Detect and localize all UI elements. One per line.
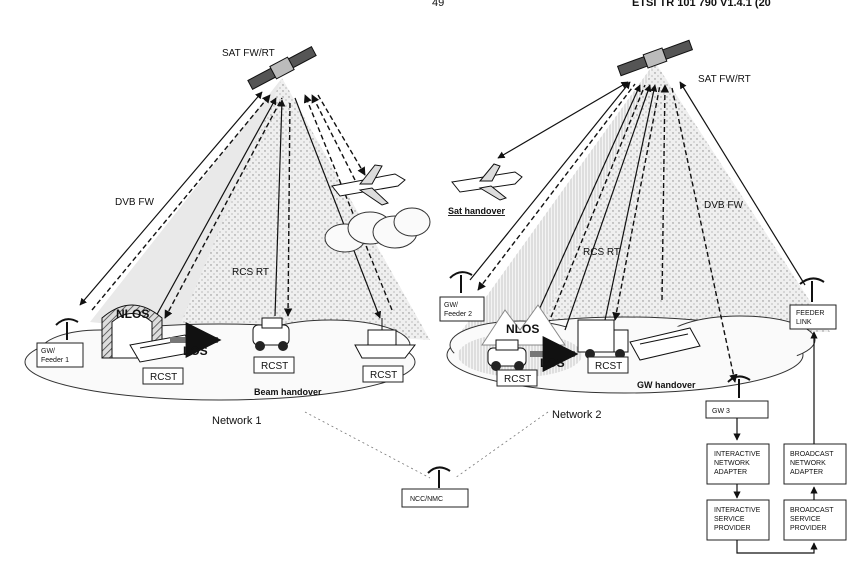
gw-feeder2-line2: Feeder 2 — [444, 311, 472, 318]
rcst-box-1 — [142, 367, 184, 385]
interactive-network-adapter-box — [706, 443, 770, 485]
document-reference: ETSI TR 101 790 V1.4.1 (20 — [632, 0, 771, 9]
cloud-icon — [324, 207, 431, 253]
rcst-box-5 — [587, 356, 629, 374]
broadcast-service-provider-box — [783, 499, 847, 541]
satellite-right-icon — [616, 39, 694, 77]
right-satellite-links — [469, 81, 806, 383]
gw-feeder1-line1: GW/ — [41, 348, 55, 355]
gw3-label: GW 3 — [712, 408, 730, 415]
rcst-label-5: RCST — [595, 361, 622, 372]
los-label-network2: LOS — [540, 356, 565, 370]
rcst-box-2 — [253, 356, 295, 374]
car-icon-network2 — [487, 339, 527, 371]
ship-icon — [354, 318, 417, 359]
sat-right-label: SAT FW/RT — [698, 74, 751, 85]
ncc-nmc-box — [401, 488, 469, 508]
bsp-line2: SERVICE — [790, 516, 821, 523]
sat-left-label: SAT FW/RT — [222, 48, 275, 59]
feeder-link-line1: FEEDER — [796, 310, 824, 317]
rcst-box-3 — [362, 365, 404, 383]
rcst-label-3: RCST — [370, 370, 397, 381]
ncc-dish-icon — [427, 466, 451, 488]
nlos-label-network1: NLOS — [116, 307, 149, 321]
los-label-network1: LOS — [183, 344, 208, 358]
arrow-isp-bsp — [736, 540, 818, 554]
feeder-link-box — [789, 304, 837, 330]
rcst-label-4: RCST — [504, 374, 531, 385]
gw-feeder2-box — [439, 296, 485, 322]
dvb-fw-left-label: DVB FW — [115, 197, 154, 208]
feeder-link-line2: LINK — [796, 319, 812, 326]
network1-label: Network 1 — [212, 415, 262, 427]
aircraft-left-icon — [331, 164, 406, 206]
bna-line2: NETWORK — [790, 460, 826, 467]
left-satellite-links — [79, 91, 393, 319]
link-ncc-network1 — [304, 411, 431, 479]
train-icon-network2 — [629, 327, 701, 361]
network2-label: Network 2 — [552, 409, 602, 421]
gw-feeder2-line1: GW/ — [444, 302, 458, 309]
gw-feeder1-box — [36, 342, 84, 368]
link-ncc-network2 — [454, 411, 549, 479]
satellite-left-icon — [247, 46, 317, 90]
ina-line3: ADAPTER — [714, 469, 747, 476]
rcs-rt-left-label: RCS RT — [232, 267, 269, 278]
rcst-label-1: RCST — [150, 372, 177, 383]
ina-line1: INTERACTIVE — [714, 451, 761, 458]
bna-line1: BROADCAST — [790, 451, 834, 458]
isp-line2: SERVICE — [714, 516, 745, 523]
car-icon-network1 — [252, 317, 290, 351]
gw-handover-label: GW handover — [637, 380, 696, 390]
rcs-rt-right-label: RCS RT — [583, 247, 620, 258]
page-number: 49 — [432, 0, 444, 9]
nlos-label-network2: NLOS — [506, 322, 539, 336]
gw-feeder1-dish-icon — [55, 318, 79, 340]
gw3-dish-icon — [727, 375, 751, 398]
rcst-label-2: RCST — [261, 361, 288, 372]
sat-handover-label: Sat handover — [448, 206, 506, 216]
gw-feeder1-line2: Feeder 1 — [41, 357, 69, 364]
bna-line3: ADAPTER — [790, 469, 823, 476]
aircraft-right-icon — [451, 163, 523, 201]
isp-line1: INTERACTIVE — [714, 507, 761, 514]
interactive-service-provider-box — [706, 499, 770, 541]
bsp-line3: PROVIDER — [790, 525, 827, 532]
rcst-box-4 — [496, 369, 538, 387]
gw-feeder2-dish-icon — [449, 271, 473, 293]
bsp-line1: BROADCAST — [790, 507, 834, 514]
broadcast-network-adapter-box — [783, 443, 847, 485]
beam-right-2 — [540, 62, 830, 332]
beam-handover-label: Beam handover — [254, 387, 322, 397]
ncc-nmc-label: NCC/NMC — [410, 496, 443, 503]
ina-line2: NETWORK — [714, 460, 750, 467]
feeder-link-dish-icon — [799, 277, 825, 302]
dvb-fw-right-label: DVB FW — [704, 200, 743, 211]
isp-line3: PROVIDER — [714, 525, 751, 532]
